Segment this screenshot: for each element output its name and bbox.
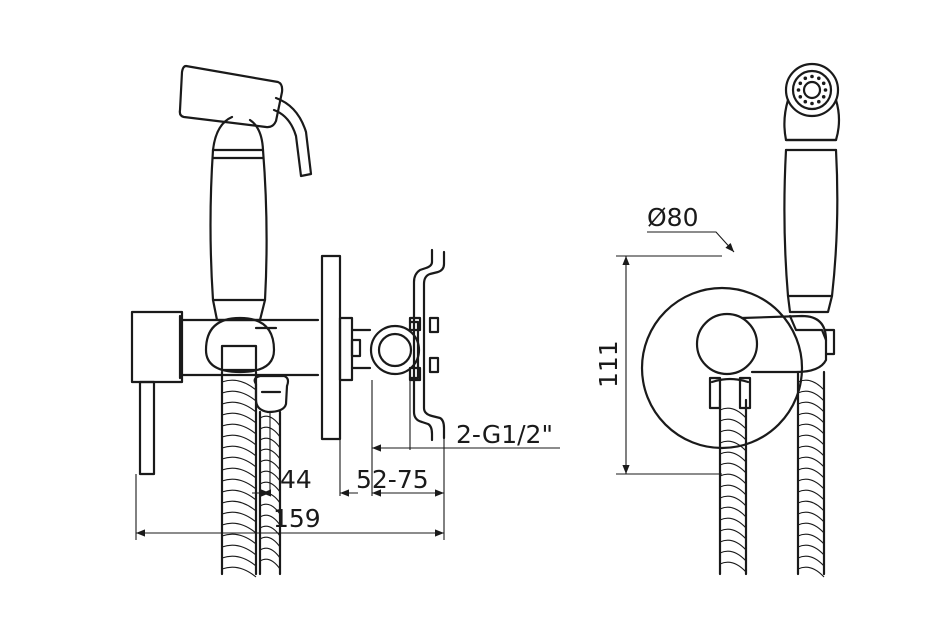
hose-coil (797, 401, 825, 413)
thread-label: 2-G1/2" (456, 420, 553, 449)
wall-flange (320, 254, 342, 441)
hose-coil (719, 484, 747, 496)
hose-coil (259, 514, 281, 526)
hose-coil (719, 539, 747, 551)
hose-coil (221, 566, 257, 578)
hose-coil (719, 517, 747, 529)
front-view (640, 62, 841, 578)
hose-coil (719, 473, 747, 485)
hose-coil (797, 489, 825, 501)
hose-coil (221, 478, 257, 490)
hose-coil (221, 401, 257, 413)
spray-hole (798, 81, 803, 86)
hose-coil (221, 423, 257, 435)
hose-coil (797, 500, 825, 512)
hose-coil (797, 533, 825, 545)
dimension-lines: 44 52-75 2-G1/2" 159 Ø80 111 (135, 203, 735, 540)
hose-coil (797, 522, 825, 534)
hose-coil (719, 528, 747, 540)
hose-coil (221, 555, 257, 567)
spray-hole (810, 101, 814, 106)
spray-hole (796, 88, 801, 92)
spray-hole (803, 99, 808, 104)
front-outlet (695, 312, 836, 410)
diameter-leader (647, 231, 735, 253)
hose-coil (221, 489, 257, 501)
hose-coil (719, 462, 747, 474)
hose-coil (797, 544, 825, 556)
hose-coil (797, 423, 825, 435)
hose-coil (797, 390, 825, 402)
dim-44-label: 44 (280, 465, 312, 494)
outlet-body (130, 310, 320, 476)
escutcheon-plate (640, 286, 804, 450)
height-label: 111 (594, 340, 623, 388)
hose-coil (797, 412, 825, 424)
hose-coil (797, 478, 825, 490)
diameter-label: Ø80 (647, 203, 699, 232)
dim-52-75-label: 52-75 (356, 465, 429, 494)
hose-coil (221, 533, 257, 545)
hose-coil (259, 503, 281, 515)
hose-coil (221, 544, 257, 556)
front-handle (783, 138, 839, 314)
hose-coil (719, 407, 747, 419)
hose-coil (797, 379, 825, 391)
hose-coil (797, 456, 825, 468)
spray-hole (810, 74, 814, 79)
valve-connection (338, 316, 422, 382)
hand-shower-head (178, 64, 313, 178)
hose-coil (259, 536, 281, 548)
hose-coil (719, 506, 747, 518)
spray-hole (803, 76, 808, 81)
spray-hole (798, 95, 803, 99)
hose-coil (221, 511, 257, 523)
dim-159-label: 159 (273, 504, 321, 533)
spray-hole (817, 76, 821, 81)
hose-coil (221, 434, 257, 446)
hose-coil (797, 467, 825, 479)
hose-coil (719, 561, 747, 573)
hose-coil (797, 555, 825, 567)
hose-coil (221, 412, 257, 424)
hose-coil (221, 522, 257, 534)
spray-hole (817, 99, 821, 104)
hose-coil (719, 440, 747, 452)
hose-coil (221, 467, 257, 479)
braided-hose (220, 370, 282, 578)
hose-coil (719, 451, 747, 463)
hose-coil (221, 456, 257, 468)
hose-coil (719, 429, 747, 441)
hose-coil (719, 418, 747, 430)
hose-coil (221, 379, 257, 391)
hose-coil (259, 547, 281, 559)
spray-hole (821, 81, 826, 86)
hose-coil (719, 550, 747, 562)
spray-hole (823, 88, 828, 92)
hose-coil (797, 434, 825, 446)
mounting-bracket (412, 248, 446, 442)
hose-coil (797, 566, 825, 578)
side-view (130, 64, 446, 578)
hose-coil (719, 495, 747, 507)
hand-shower-handle (209, 148, 268, 322)
hose-coil (221, 500, 257, 512)
hose-coil (797, 511, 825, 523)
hose-connector (253, 374, 290, 414)
hose-coil (221, 390, 257, 402)
hose-coil (259, 558, 281, 570)
spray-hole (821, 95, 826, 99)
shower-holder (204, 316, 278, 374)
hose-coil (221, 445, 257, 457)
hose-coil (797, 445, 825, 457)
front-hoses (718, 370, 826, 578)
spray-head (783, 62, 841, 142)
